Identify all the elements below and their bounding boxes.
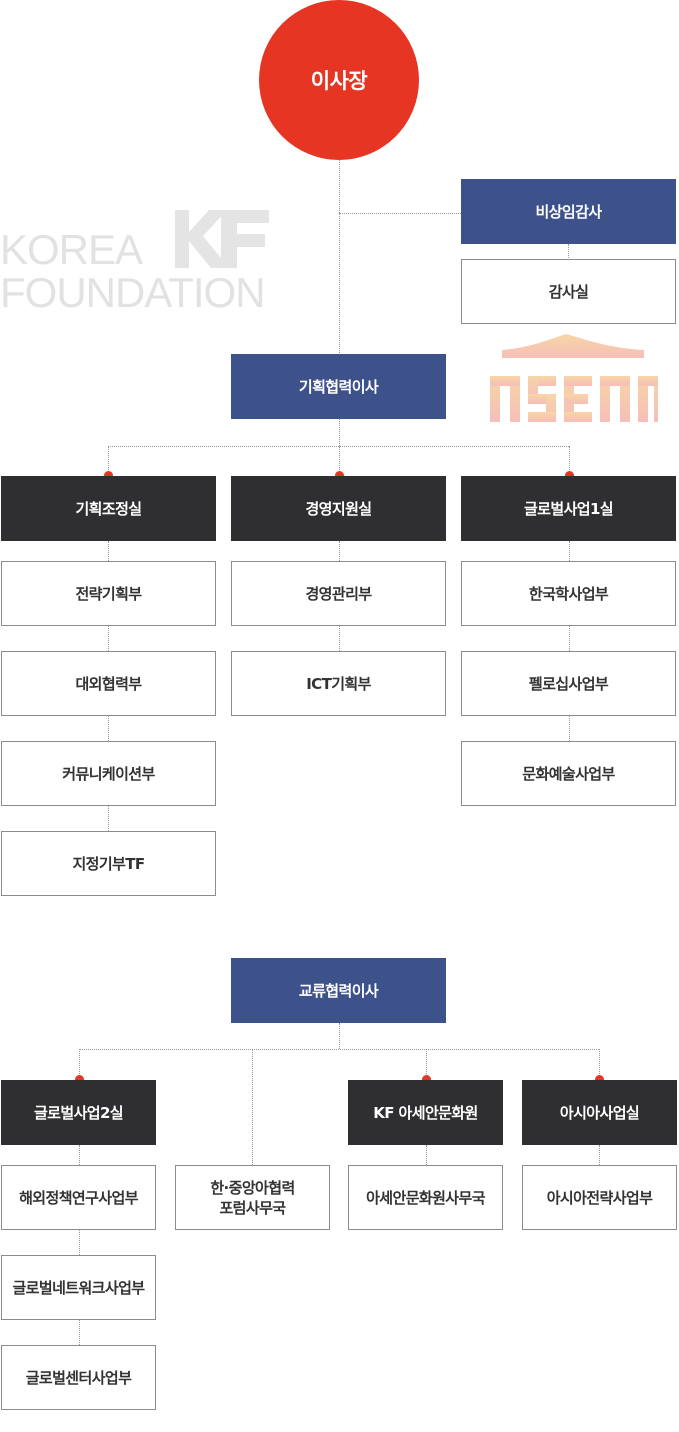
- connector-to-auditor: [339, 213, 461, 214]
- watermark-line-1: KOREA: [0, 226, 143, 273]
- connector-to-division-3: [569, 446, 570, 476]
- department-node: 아세안문화원사무국: [348, 1165, 503, 1230]
- planning-director-node: 기획협력이사: [231, 354, 446, 419]
- chairman-node: 이사장: [259, 0, 419, 160]
- department-node: 경영관리부: [231, 561, 446, 626]
- department-node: 해외정책연구사업부: [1, 1165, 156, 1230]
- connector-exchange-down: [339, 1023, 340, 1049]
- connector-ex-division-3-column: [426, 1145, 427, 1165]
- auditor-node: 비상임감사: [461, 179, 676, 244]
- connector-ex-division-1-column: [79, 1145, 80, 1345]
- division-global-business-1: 글로벌사업1실: [461, 476, 676, 541]
- connector-to-division-2: [339, 446, 340, 476]
- division-global-business-2: 글로벌사업2실: [1, 1080, 156, 1145]
- division-management-support: 경영지원실: [231, 476, 446, 541]
- connector-to-ex-division-1: [79, 1049, 80, 1080]
- exchange-director-node: 교류협력이사: [231, 958, 446, 1023]
- asean-culture-house-logo-icon: [490, 334, 658, 422]
- connector-chairman-down: [339, 160, 340, 355]
- forum-secretariat-node: 한·중앙아협력 포럼사무국: [175, 1165, 330, 1230]
- kf-logo-icon: [175, 210, 269, 268]
- department-node: 지정기부TF: [1, 831, 216, 896]
- department-node: 문화예술사업부: [461, 741, 676, 806]
- connector-to-forum: [252, 1049, 253, 1165]
- department-node: 아시아전략사업부: [522, 1165, 677, 1230]
- department-node: 글로벌네트워크사업부: [1, 1255, 156, 1320]
- connector-dot: [335, 471, 344, 480]
- watermark-line-2: FOUNDATION: [0, 269, 266, 316]
- connector-auditor-office: [568, 244, 569, 260]
- department-node: 펠로십사업부: [461, 651, 676, 716]
- connector-planning-branch: [108, 446, 569, 447]
- connector-planning-down: [339, 419, 340, 446]
- connector-dot: [595, 1075, 604, 1084]
- audit-office-node: 감사실: [461, 259, 676, 324]
- department-node: 커뮤니케이션부: [1, 741, 216, 806]
- connector-exchange-branch: [79, 1049, 599, 1050]
- connector-dot: [75, 1075, 84, 1084]
- division-planning-coordination: 기획조정실: [1, 476, 216, 541]
- division-asia-business: 아시아사업실: [522, 1080, 677, 1145]
- connector-division-3-column: [569, 541, 570, 741]
- division-asean-culture-house: KF 아세안문화원: [348, 1080, 503, 1145]
- connector-to-division-1: [108, 446, 109, 476]
- connector-to-ex-division-4: [599, 1049, 600, 1080]
- department-node: 글로벌센터사업부: [1, 1345, 156, 1410]
- connector-ex-division-4-column: [599, 1145, 600, 1165]
- department-node: 대외협력부: [1, 651, 216, 716]
- connector-dot: [565, 471, 574, 480]
- korea-foundation-watermark: KOREA FOUNDATION: [0, 226, 266, 316]
- department-node: ICT기획부: [231, 651, 446, 716]
- connector-dot: [422, 1075, 431, 1084]
- connector-dot: [104, 471, 113, 480]
- connector-to-ex-division-3: [426, 1049, 427, 1080]
- department-node: 한국학사업부: [461, 561, 676, 626]
- department-node: 전략기획부: [1, 561, 216, 626]
